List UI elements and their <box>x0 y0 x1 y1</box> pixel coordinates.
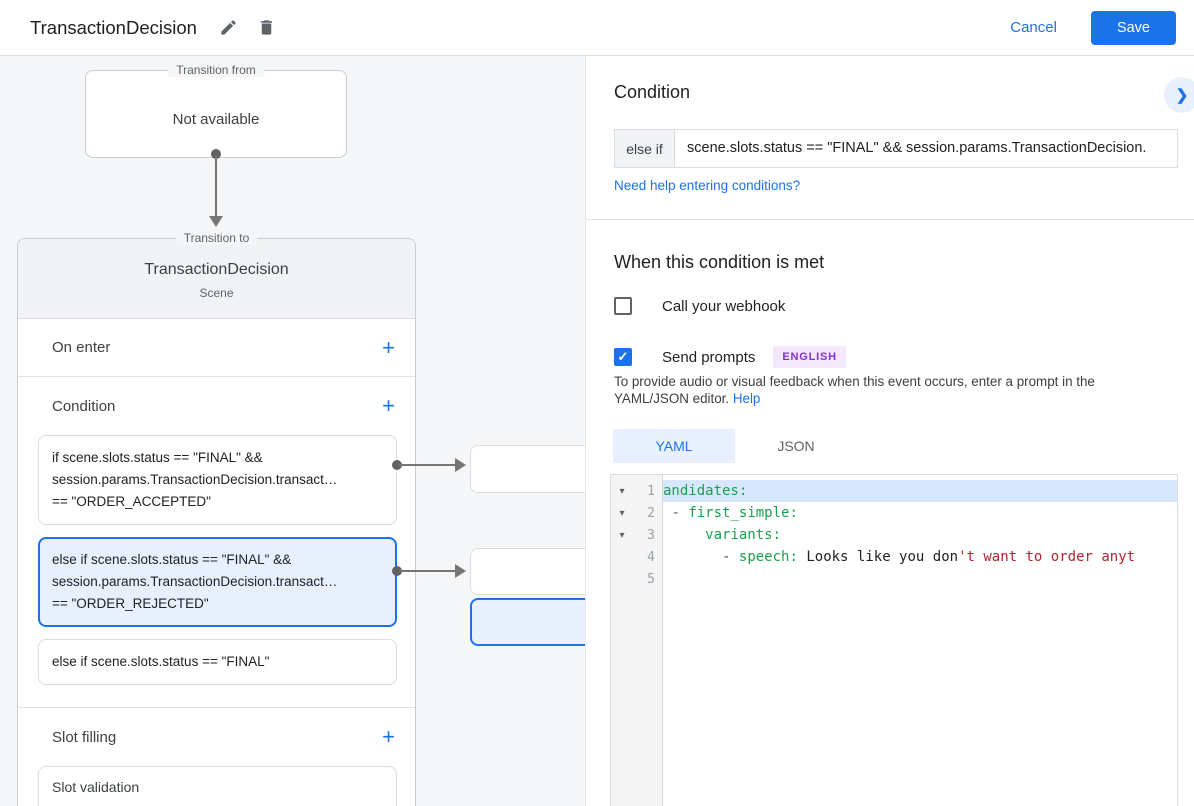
add-condition-button[interactable]: + <box>382 393 395 418</box>
cancel-button[interactable]: Cancel <box>1010 19 1057 36</box>
fold-arrow-icon[interactable]: ▾ <box>619 485 625 497</box>
language-badge: ENGLISH <box>773 346 846 368</box>
code-line <box>663 568 1177 590</box>
when-met-title: When this condition is met <box>614 252 825 272</box>
connector-line <box>399 464 457 466</box>
webhook-label: Call your webhook <box>662 297 786 315</box>
connector-line <box>399 570 457 572</box>
fold-arrow-icon[interactable]: ▾ <box>619 529 625 541</box>
condition-input-row: else if scene.slots.status == "FINAL" &&… <box>614 129 1178 168</box>
top-bar: TransactionDecision Cancel Save <box>0 0 1194 56</box>
slot-card[interactable]: Slot validation <box>38 766 397 806</box>
transition-from-node[interactable]: Transition from Not available <box>85 63 347 158</box>
line-number: 1 <box>647 483 655 499</box>
editor-code[interactable]: andidates: - first_simple: variants: - s… <box>663 475 1177 806</box>
check-icon: ✓ <box>617 349 629 364</box>
condition-section: Condition + if scene.slots.status == "FI… <box>18 377 415 708</box>
save-button[interactable]: Save <box>1090 10 1176 45</box>
code-line: andidates: <box>663 480 1177 502</box>
connector-dot <box>211 149 221 159</box>
line-number: 2 <box>647 505 655 521</box>
code-line: - speech: Looks like you don't want to o… <box>722 549 1136 565</box>
tab-yaml[interactable]: YAML <box>613 429 735 463</box>
slot-filling-section: Slot filling + Slot validation <box>18 708 415 806</box>
panel-condition-title: Condition <box>614 82 691 102</box>
scene-subtitle: Scene <box>199 286 234 300</box>
condition-section-label: Condition <box>52 397 116 415</box>
condition-card[interactable]: if scene.slots.status == "FINAL" &&sessi… <box>38 435 397 525</box>
arrowhead-right-icon <box>455 458 466 472</box>
slot-filling-label: Slot filling <box>52 728 117 746</box>
flow-canvas: Transition from Not available Transition… <box>0 56 585 806</box>
conditions-help-link[interactable]: Need help entering conditions? <box>614 178 801 193</box>
prompts-checkbox[interactable]: ✓ <box>614 348 632 366</box>
prompts-label: Send prompts <box>662 348 756 366</box>
condition-prefix: else if <box>615 130 675 167</box>
scene-title: TransactionDecision <box>144 261 289 278</box>
line-number: 4 <box>647 549 655 565</box>
fold-arrow-icon[interactable]: ▾ <box>619 507 625 519</box>
transition-from-legend: Transition from <box>168 63 264 77</box>
expand-panel-button[interactable]: ❯ <box>1164 77 1194 113</box>
delete-button[interactable] <box>249 10 285 46</box>
connector-line <box>215 155 217 217</box>
connector-dot <box>392 566 402 576</box>
code-editor: ▾ 1 ▾ 2 ▾ 3 4 5 andidates: - first_simple: vari… <box>610 474 1178 806</box>
pencil-icon <box>219 18 238 37</box>
editor-gutter: ▾ 1 ▾ 2 ▾ 3 4 5 <box>611 475 663 806</box>
prompts-description: To provide audio or visual feedback when… <box>614 374 1095 406</box>
code-line: - first_simple: <box>671 505 798 521</box>
on-enter-label: On enter <box>52 339 111 356</box>
trash-icon <box>257 18 276 37</box>
line-number: 3 <box>647 527 655 543</box>
arrowhead-right-icon <box>455 564 466 578</box>
scene-node: Transition to TransactionDecision Scene … <box>17 231 416 806</box>
transition-to-legend: Transition to <box>175 231 258 245</box>
tab-json[interactable]: JSON <box>777 438 815 454</box>
condition-card[interactable]: else if scene.slots.status == "FINAL" &&… <box>38 537 397 627</box>
editor-tabs: YAML JSON <box>613 429 857 463</box>
page-title: TransactionDecision <box>30 16 197 38</box>
divider <box>586 219 1194 220</box>
not-available-label: Not available <box>172 111 260 128</box>
slot-items: Slot validation <box>18 766 415 806</box>
scene-header[interactable]: TransactionDecision Scene <box>18 239 415 319</box>
condition-input[interactable]: scene.slots.status == "FINAL" && session… <box>687 140 1147 156</box>
target-node[interactable] <box>470 548 585 595</box>
code-line: variants: <box>705 527 782 543</box>
check-icon: ✓ <box>616 296 629 316</box>
webhook-checkbox[interactable]: ✓ <box>614 297 632 315</box>
condition-items: if scene.slots.status == "FINAL" &&sessi… <box>18 435 415 685</box>
add-on-enter-button[interactable]: + <box>382 334 395 360</box>
arrowhead-down-icon <box>209 216 223 227</box>
condition-card[interactable]: else if scene.slots.status == "FINAL" <box>38 639 397 685</box>
line-number: 5 <box>647 571 655 587</box>
target-node-selected[interactable] <box>470 598 585 646</box>
help-link[interactable]: Help <box>732 391 761 406</box>
detail-panel: Condition ❯ else if scene.slots.status =… <box>585 56 1194 806</box>
add-slot-button[interactable]: + <box>382 724 395 749</box>
on-enter-section: On enter + <box>18 319 415 377</box>
target-node[interactable] <box>470 445 585 493</box>
chevron-right-icon: ❯ <box>1175 87 1189 104</box>
edit-button[interactable] <box>211 10 247 46</box>
connector-dot <box>392 460 402 470</box>
